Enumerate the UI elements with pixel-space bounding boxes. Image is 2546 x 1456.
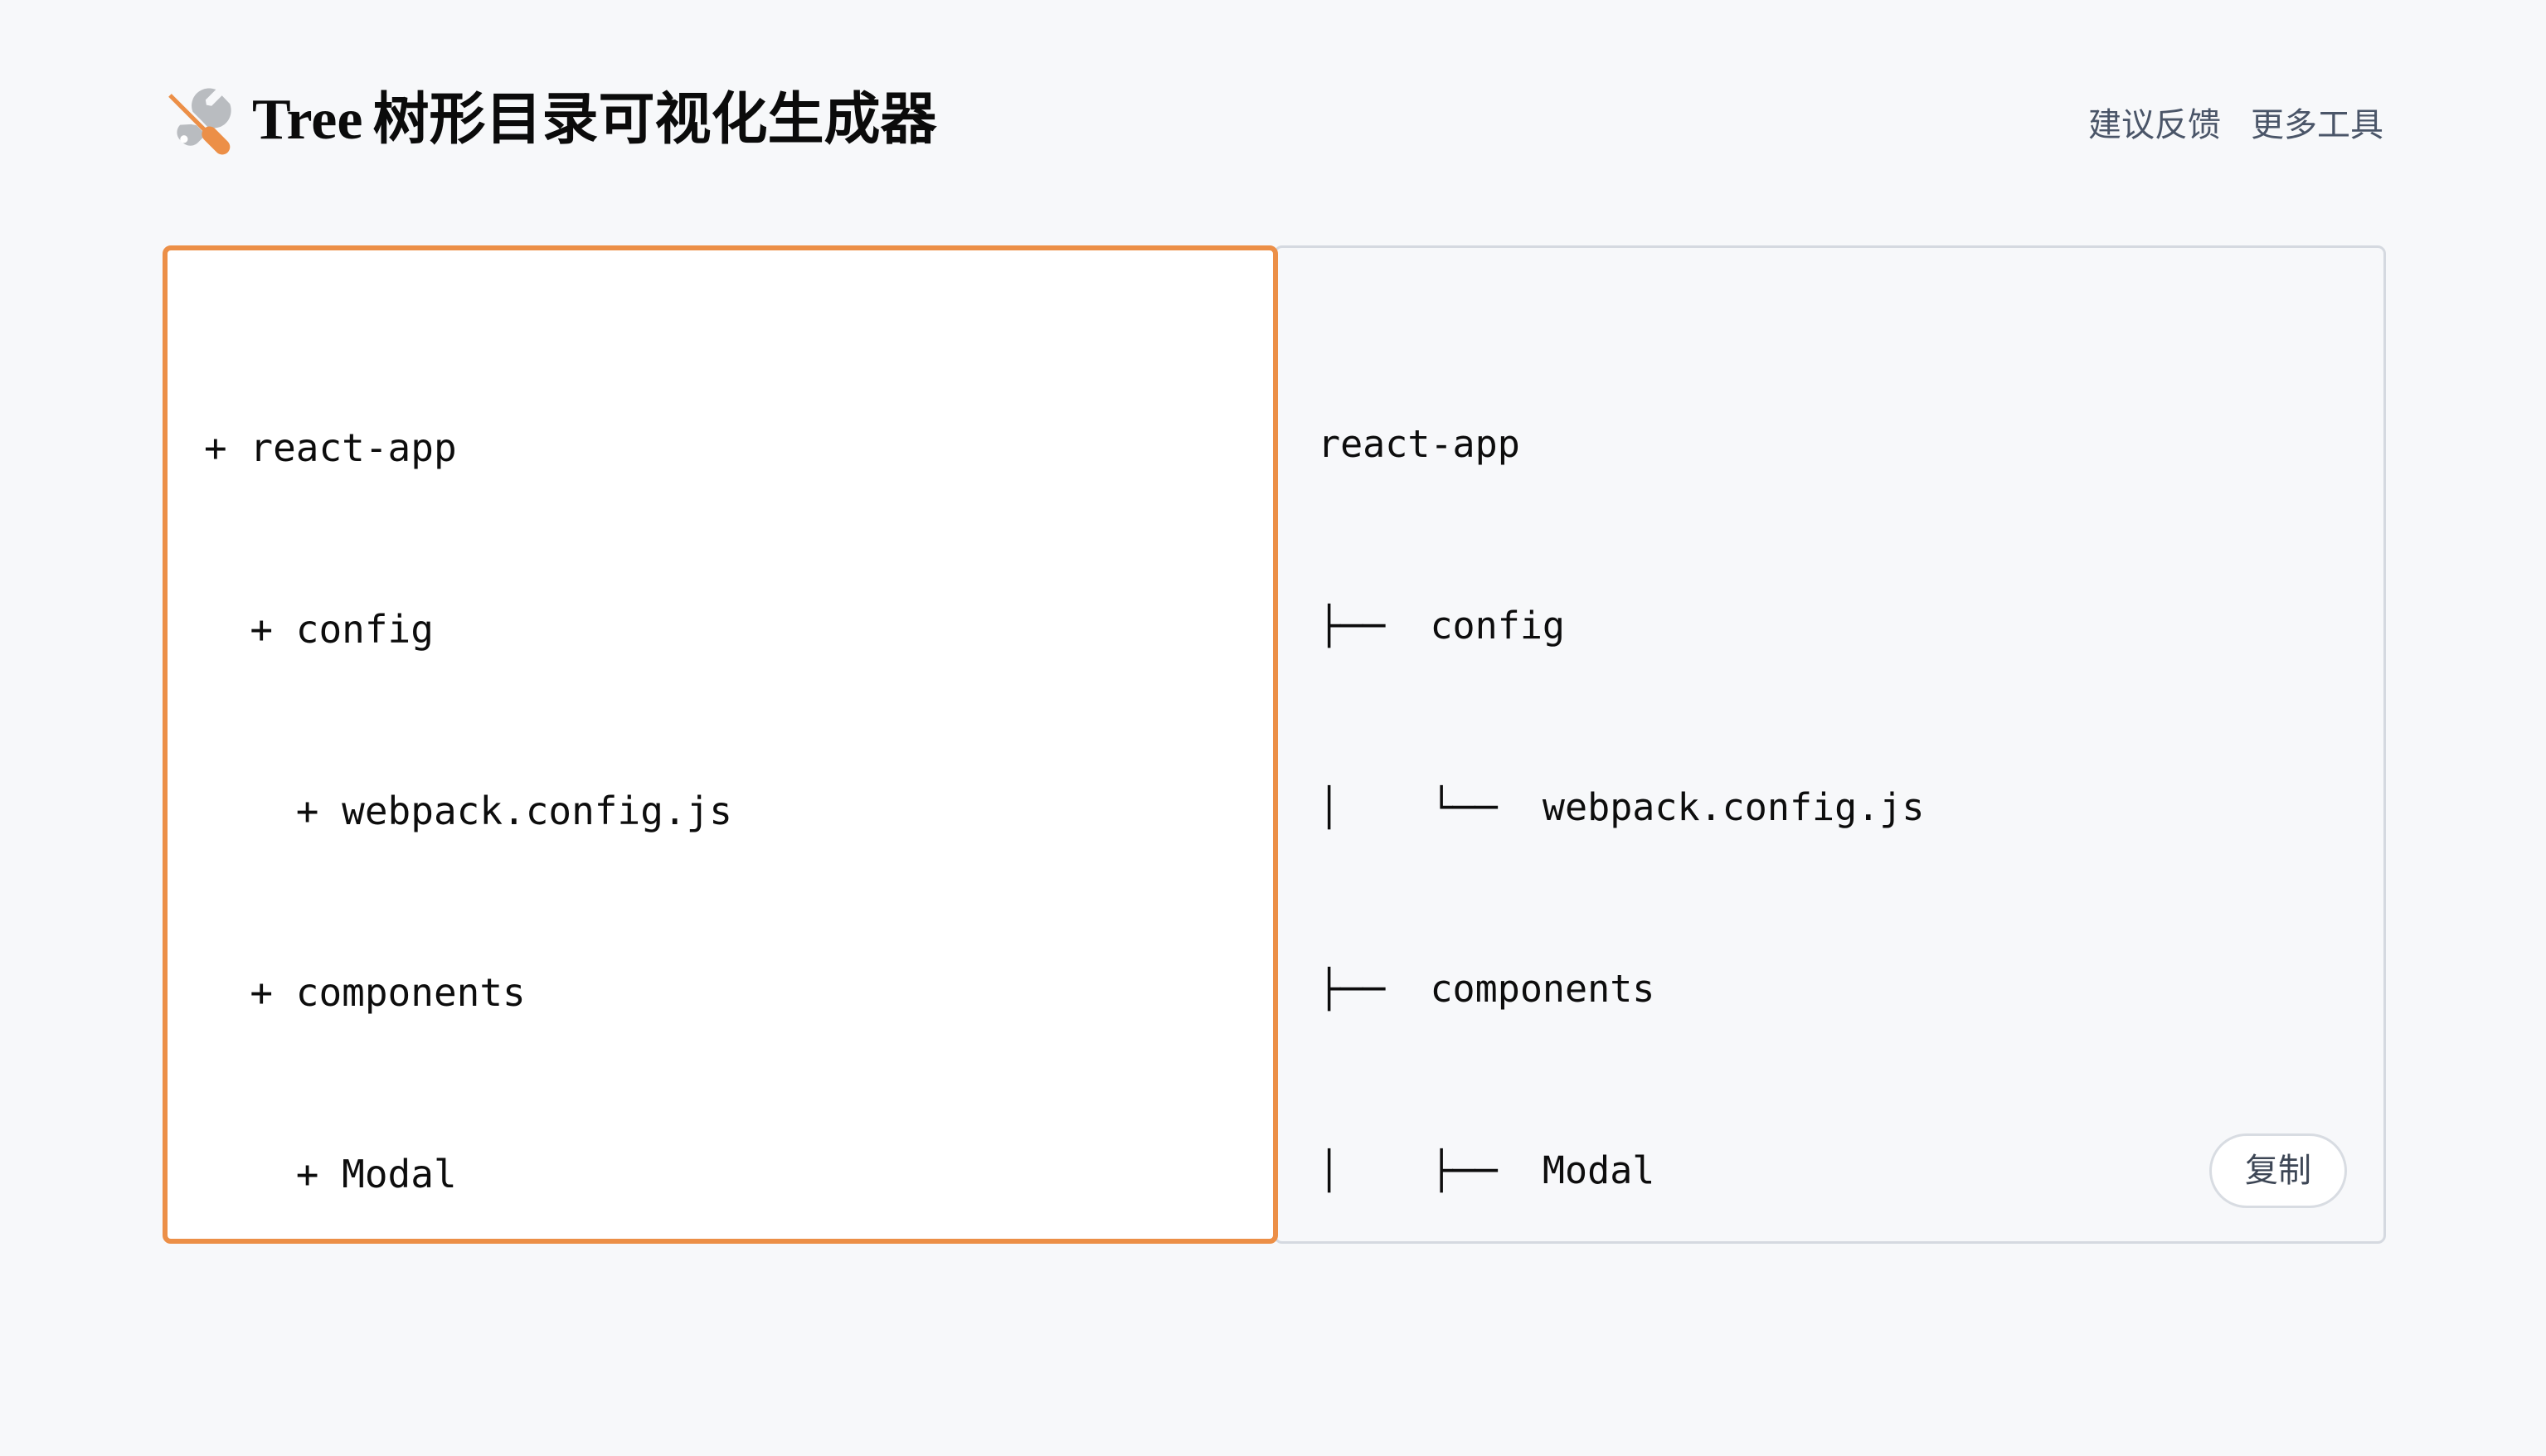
workspace: + react-app + config + webpack.config.js… (163, 245, 2386, 1244)
copy-button-row: 复制 (2209, 1133, 2347, 1208)
nav-link-feedback[interactable]: 建议反馈 (2088, 106, 2221, 144)
tree-output-line: │ └── webpack.config.js (1318, 785, 1925, 829)
copy-button[interactable]: 复制 (2209, 1133, 2347, 1208)
header-nav: 建议反馈 更多工具 (2088, 98, 2383, 146)
tree-source-line: + config (204, 607, 434, 652)
tree-source-line: + react-app (204, 425, 457, 470)
hammer-and-wrench-icon (168, 88, 231, 155)
tree-output-text[interactable]: react-app ├── config │ └── webpack.confi… (1318, 293, 2350, 1241)
tree-output-line: │ ├── Modal (1318, 1148, 1655, 1192)
tree-output-line: ├── components (1318, 967, 1655, 1011)
tree-source-line: + webpack.config.js (204, 789, 732, 833)
nav-link-more-tools[interactable]: 更多工具 (2251, 106, 2383, 144)
tree-output-line: ├── config (1318, 604, 1566, 648)
tree-output-panel: react-app ├── config │ └── webpack.confi… (1274, 245, 2386, 1244)
tree-output-line: react-app (1318, 422, 1520, 466)
tree-source-editor[interactable]: + react-app + config + webpack.config.js… (163, 245, 1278, 1244)
page-title-cjk: 树形目录可视化生成器 (372, 86, 937, 153)
tree-source-line: + components (204, 970, 526, 1015)
page-title-latin: Tree (252, 88, 363, 152)
tree-source-line: + Modal (204, 1152, 457, 1196)
tree-source-text[interactable]: + react-app + config + webpack.config.js… (204, 297, 1240, 1239)
